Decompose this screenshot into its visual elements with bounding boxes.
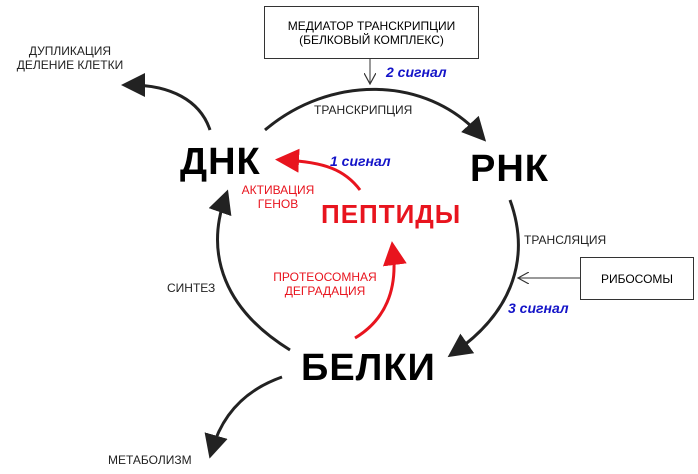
arrow-gene-activation — [275, 148, 362, 191]
gene-activation-label: АКТИВАЦИЯ ГЕНОВ — [229, 183, 327, 212]
translation-label: ТРАНСЛЯЦИЯ — [524, 233, 607, 247]
duplication-line-2: ДЕЛЕНИЕ КЛЕТКИ — [16, 58, 124, 73]
node-dna: ДНК — [180, 141, 261, 183]
arrow-proteasome-degradation — [354, 241, 407, 340]
node-rna: РНК — [470, 148, 549, 190]
gene-activation-line-1: АКТИВАЦИЯ — [241, 183, 315, 197]
proteasome-label: ПРОТЕОСОМНАЯ ДЕГРАДАЦИЯ — [265, 270, 385, 299]
synthesis-label: СИНТЕЗ — [167, 281, 216, 295]
metabolism-label: МЕТАБОЛИЗМ — [108, 453, 192, 467]
arrow-duplication — [121, 73, 212, 131]
mediator-line-2: (БЕЛКОВЫЙ КОМПЛЕКС) — [299, 32, 444, 47]
node-peptides: ПЕПТИДЫ — [321, 199, 462, 229]
gene-activation-line-2: ГЕНОВ — [257, 197, 299, 212]
duplication-line-1: ДУПЛИКАЦИЯ — [28, 44, 112, 58]
ribosomes-label: РИБОСОМЫ — [600, 271, 674, 286]
mediator-box: МЕДИАТОР ТРАНСКРИПЦИИ (БЕЛКОВЫЙ КОМПЛЕКС… — [264, 6, 479, 59]
proteasome-line-2: ДЕГРАДАЦИЯ — [284, 284, 366, 299]
arrow-metabolism — [204, 375, 283, 459]
ribosomes-box: РИБОСОМЫ — [580, 257, 694, 300]
arrow-translation — [447, 199, 520, 358]
signal-1-label: 1 сигнал — [330, 153, 391, 169]
arrow-transcription — [264, 87, 487, 142]
mediator-line-1: МЕДИАТОР ТРАНСКРИПЦИИ — [287, 18, 456, 33]
signal-2-label: 2 сигнал — [386, 64, 447, 80]
transcription-label: ТРАНСКРИПЦИЯ — [314, 103, 413, 117]
node-proteins: БЕЛКИ — [301, 347, 436, 389]
arrow-synthesis — [208, 189, 291, 352]
proteasome-line-1: ПРОТЕОСОМНАЯ — [273, 270, 377, 284]
signal-3-label: 3 сигнал — [508, 300, 569, 316]
duplication-label: ДУПЛИКАЦИЯ ДЕЛЕНИЕ КЛЕТКИ — [10, 44, 130, 73]
